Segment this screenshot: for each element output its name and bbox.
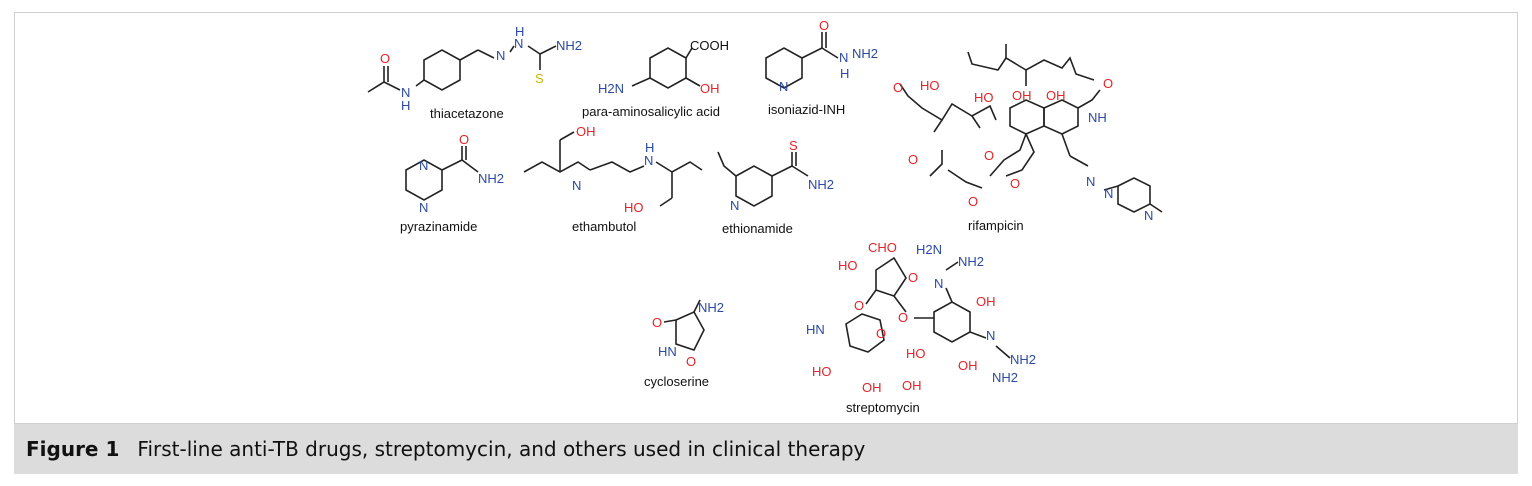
thiacetazone-n1: N bbox=[401, 85, 410, 100]
rif-o6: O bbox=[1010, 176, 1020, 191]
thiacetazone-h1: H bbox=[401, 98, 410, 113]
thiacetazone-nh2: NH2 bbox=[556, 38, 582, 53]
rif-o1: O bbox=[893, 80, 903, 95]
rifampicin-structure: O HO HO OH OH O NH O O O O N N N rifampi… bbox=[893, 44, 1163, 233]
strep-h2n: H2N bbox=[916, 242, 942, 257]
eth-nh2: NH2 bbox=[808, 177, 834, 192]
strep-ho2: HO bbox=[906, 346, 926, 361]
thiacetazone-label: thiacetazone bbox=[430, 106, 504, 121]
caption-text: First-line anti-TB drugs, streptomycin, … bbox=[137, 437, 866, 461]
isoniazid-label: isoniazid-INH bbox=[768, 102, 845, 117]
streptomycin-structure: CHO HO O H2N NH2 N O O OH HN O N HO NH2 … bbox=[806, 240, 1036, 415]
inh-h: H bbox=[840, 66, 849, 81]
thiacetazone-o: O bbox=[380, 51, 390, 66]
rif-o3: O bbox=[908, 152, 918, 167]
strep-o1: O bbox=[908, 270, 918, 285]
pza-n1: N bbox=[419, 158, 428, 173]
eth-s: S bbox=[789, 138, 798, 153]
strep-nh2a: NH2 bbox=[958, 254, 984, 269]
strep-oh1: OH bbox=[976, 294, 996, 309]
pza-nh2: NH2 bbox=[478, 171, 504, 186]
cycloserine-label: cycloserine bbox=[644, 374, 709, 389]
streptomycin-label: streptomycin bbox=[846, 400, 920, 415]
pyrazinamide-structure: O N N NH2 pyrazinamide bbox=[400, 132, 504, 234]
pas-label: para-aminosalicylic acid bbox=[582, 104, 720, 119]
pza-o: O bbox=[459, 132, 469, 147]
strep-o4: O bbox=[876, 326, 886, 341]
pyrazinamide-label: pyrazinamide bbox=[400, 219, 477, 234]
pas-oh: OH bbox=[700, 81, 720, 96]
strep-n1: N bbox=[934, 276, 943, 291]
pas-structure: COOH OH H2N para-aminosalicylic acid bbox=[582, 38, 729, 119]
cyc-o1: O bbox=[652, 315, 662, 330]
strep-oh3: OH bbox=[862, 380, 882, 395]
rif-oh1: OH bbox=[1012, 88, 1032, 103]
thiacetazone-structure: O N H N N H NH2 S thiacetazone bbox=[367, 24, 582, 121]
inh-nh: N bbox=[839, 50, 848, 65]
rif-ho1: HO bbox=[920, 78, 940, 93]
pas-cooh: COOH bbox=[690, 38, 729, 53]
isoniazid-structure: O N N H NH2 isoniazid-INH bbox=[765, 18, 878, 117]
pza-n2: N bbox=[419, 200, 428, 215]
rif-ho2: HO bbox=[974, 90, 994, 105]
ethambutol-label: ethambutol bbox=[572, 219, 636, 234]
strep-nh2c: NH2 bbox=[992, 370, 1018, 385]
cyc-hn: HN bbox=[658, 344, 677, 359]
strep-cho: CHO bbox=[868, 240, 897, 255]
strep-ho1: HO bbox=[838, 258, 858, 273]
inh-nh2: NH2 bbox=[852, 46, 878, 61]
rifampicin-label: rifampicin bbox=[968, 218, 1024, 233]
cyc-nh2: NH2 bbox=[698, 300, 724, 315]
rif-o2: O bbox=[1103, 76, 1113, 91]
rif-n1: N bbox=[1086, 174, 1095, 189]
figure-caption: Figure 1 First-line anti-TB drugs, strep… bbox=[14, 424, 1518, 474]
strep-nh2b: NH2 bbox=[1010, 352, 1036, 367]
pas-h2n: H2N bbox=[598, 81, 624, 96]
strep-oh2: OH bbox=[958, 358, 978, 373]
rif-o4: O bbox=[984, 148, 994, 163]
strep-hn: HN bbox=[806, 322, 825, 337]
strep-o3: O bbox=[898, 310, 908, 325]
rif-n2: N bbox=[1104, 186, 1113, 201]
rif-nh: NH bbox=[1088, 110, 1107, 125]
strep-ho3: HO bbox=[812, 364, 832, 379]
rif-o5: O bbox=[968, 194, 978, 209]
thiacetazone-n3: N bbox=[514, 36, 523, 51]
thiacetazone-h3: H bbox=[515, 24, 524, 39]
cycloserine-structure: O NH2 HN O cycloserine bbox=[644, 299, 724, 389]
emb-n1: N bbox=[572, 178, 581, 193]
ethionamide-structure: S N NH2 ethionamide bbox=[717, 138, 834, 236]
cyc-o2: O bbox=[686, 354, 696, 369]
strep-o2: O bbox=[854, 298, 864, 313]
chemical-structures: O N H N N H NH2 S thiacetazone COOH OH H… bbox=[367, 18, 1163, 415]
emb-ho2: HO bbox=[624, 200, 644, 215]
inh-o: O bbox=[819, 18, 829, 33]
eth-n: N bbox=[730, 198, 739, 213]
ethionamide-label: ethionamide bbox=[722, 221, 793, 236]
emb-n2: N bbox=[644, 153, 653, 168]
emb-oh1: OH bbox=[576, 124, 596, 139]
caption-label: Figure 1 bbox=[26, 437, 120, 461]
figure-panel bbox=[14, 12, 1518, 424]
emb-h2: H bbox=[645, 140, 654, 155]
rif-n3: N bbox=[1144, 208, 1153, 223]
inh-n: N bbox=[779, 79, 788, 94]
strep-oh4: OH bbox=[902, 378, 922, 393]
rif-oh2: OH bbox=[1046, 88, 1066, 103]
thiacetazone-s: S bbox=[535, 71, 544, 86]
ethambutol-structure: OH N N H HO ethambutol bbox=[523, 124, 703, 234]
strep-n2: N bbox=[986, 328, 995, 343]
thiacetazone-n2: N bbox=[496, 48, 505, 63]
